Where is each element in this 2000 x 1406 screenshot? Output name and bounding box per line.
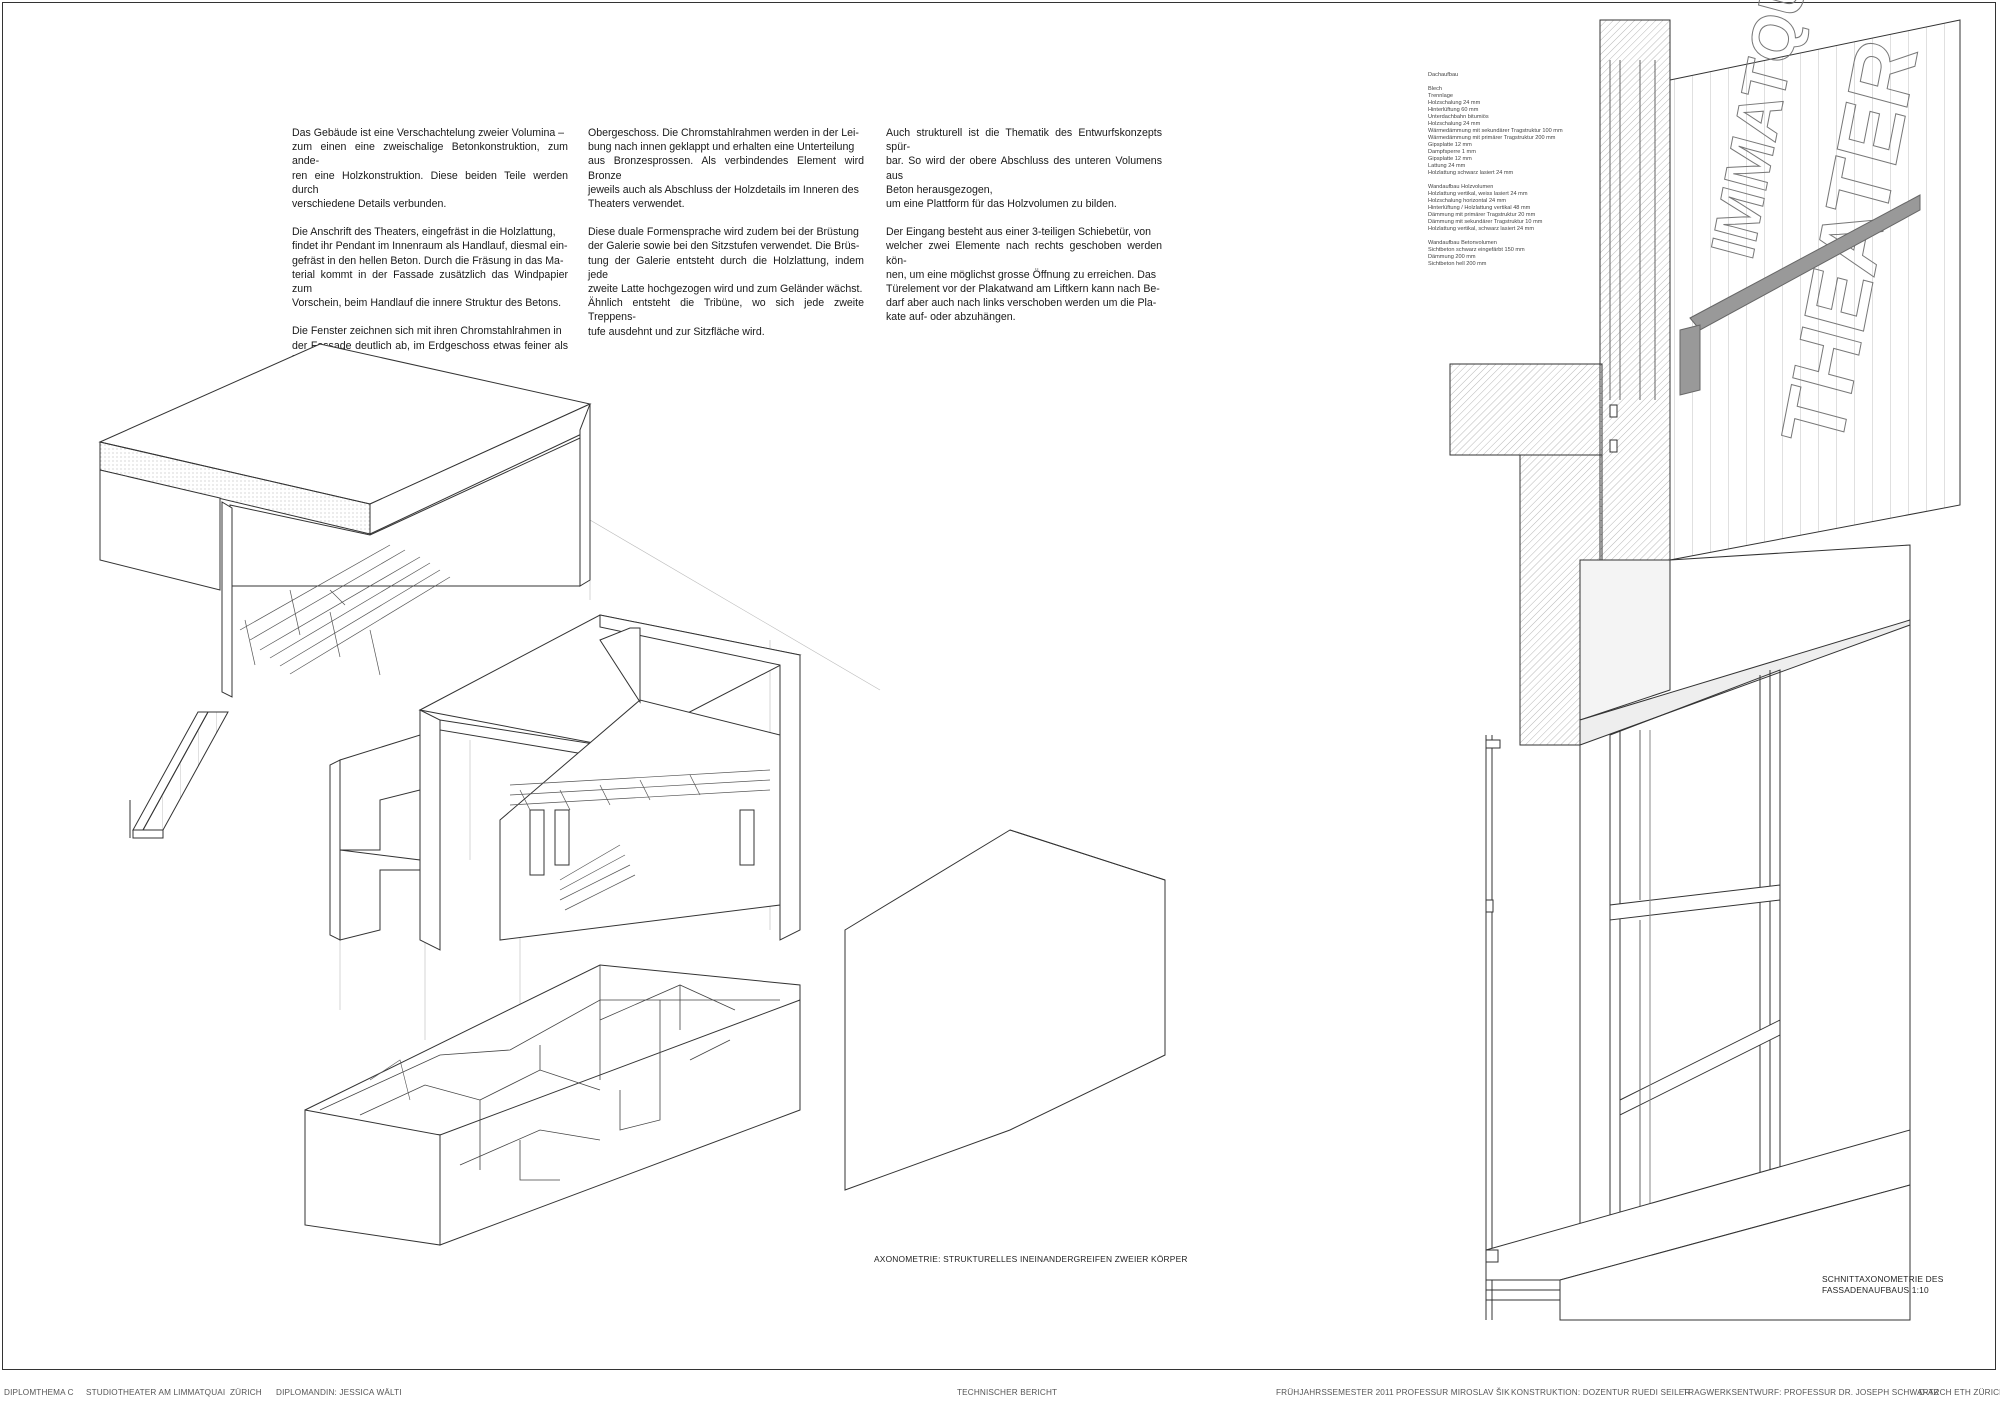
paragraph: Diese duale Formensprache wird zudem bei… xyxy=(588,226,864,338)
footer-item: TECHNISCHER BERICHT xyxy=(957,1388,1058,1397)
footer-item: PROFESSUR MIROSLAV ŠIK xyxy=(1396,1388,1510,1397)
legend-item: Holzschalung horizontal 24 mm xyxy=(1428,198,1507,204)
footer-item: D-ARCH ETH ZÜRICH xyxy=(1919,1388,2000,1397)
legend-item: Blech xyxy=(1428,86,1442,92)
legend-item: Dämmung 200 mm xyxy=(1428,254,1476,260)
legend-item: Sichtbeton hell 200 mm xyxy=(1428,261,1487,267)
paragraph: Der Eingang besteht aus einer 3-teiligen… xyxy=(886,226,1162,324)
legend-item: Holzschalung 24 mm xyxy=(1428,100,1481,106)
paragraph: Die Fenster zeichnen sich mit ihren Chro… xyxy=(292,325,568,365)
paragraph: Das Gebäude ist eine Verschachtelung zwe… xyxy=(292,127,568,211)
facade-section-drawing: IMMATQUAI THEATER xyxy=(1449,0,1961,1321)
legend-group: Dachaufbau xyxy=(1428,72,1628,79)
legend-item: Dampfsperre 1 mm xyxy=(1428,149,1476,155)
footer-item: STUDIOTHEATER AM LIMMATQUAI xyxy=(86,1388,226,1397)
legend-item: Gipsplatte 12 mm xyxy=(1428,156,1472,162)
footer-item: DIPLOMANDIN: JESSICA WÄLTI xyxy=(276,1388,402,1397)
text-column-1: Das Gebäude ist eine Verschachtelung zwe… xyxy=(292,126,568,381)
legend-item: Gipsplatte 12 mm xyxy=(1428,142,1472,148)
legend-item: Holzlattung vertikal, weiss lasiert 24 m… xyxy=(1428,191,1528,197)
text-column-3: Auch strukturell ist die Thematik des En… xyxy=(886,126,1162,339)
lower-volume xyxy=(304,964,801,1246)
legend-item: Dämmung mit sekundärer Tragstruktur 10 m… xyxy=(1428,219,1543,225)
axonometric-drawing xyxy=(98,343,1166,1246)
section-caption: SCHNITTAXONOMETRIE DES FASSADENAUFBAUS 1… xyxy=(1822,1274,1944,1296)
paragraph: Auch strukturell ist die Thematik des En… xyxy=(886,127,1162,211)
section-caption-line1: SCHNITTAXONOMETRIE DES xyxy=(1822,1274,1944,1284)
legend-item: Wandaufbau Betonvolumen xyxy=(1428,240,1497,246)
paragraph: Obergeschoss. Die Chromstahlrahmen werde… xyxy=(588,127,864,211)
middle-volume xyxy=(329,614,802,951)
legend-item: Trennlage xyxy=(1428,93,1453,99)
concrete-shell xyxy=(844,829,1166,1191)
legend-item: Dämmung mit primärer Tragstruktur 20 mm xyxy=(1428,212,1536,218)
footer-item: TRAGWERKSENTWURF: PROFESSUR DR. JOSEPH S… xyxy=(1683,1388,1939,1397)
legend-item: Wärmedämmung mit primärer Tragstruktur 2… xyxy=(1428,135,1556,141)
footer-item: ZÜRICH xyxy=(230,1388,262,1397)
legend-item: Hinterlüftung 60 mm xyxy=(1428,107,1479,113)
legend-item: Holzlattung schwarz lasiert 24 mm xyxy=(1428,170,1514,176)
footer-item: DIPLOMTHEMA C xyxy=(4,1388,74,1397)
legend-item: Unterdachbahn bitumiös xyxy=(1428,114,1489,120)
legend-item: Wärmedämmung mit sekundärer Tragstruktur… xyxy=(1428,128,1563,134)
legend-item: Wandaufbau Holzvolumen xyxy=(1428,184,1494,190)
axonometric-caption: AXONOMETRIE: STRUKTURELLES INEINANDERGRE… xyxy=(874,1254,1188,1264)
legend-item: Hinterlüftung / Holzlattung vertikal 48 … xyxy=(1428,205,1531,211)
legend-item: Lattung 24 mm xyxy=(1428,163,1466,169)
section-caption-line2: FASSADENAUFBAUS 1:10 xyxy=(1822,1285,1929,1295)
legend-item: Holzschalung 24 mm xyxy=(1428,121,1481,127)
footer-item: KONSTRUKTION: DOZENTUR RUEDI SEILER xyxy=(1511,1388,1691,1397)
text-column-2: Obergeschoss. Die Chromstahlrahmen werde… xyxy=(588,126,864,353)
legend-item: Holzlattung vertikal, schwarz lasiert 24… xyxy=(1428,226,1535,232)
upper-volume xyxy=(98,343,592,839)
paragraph: Die Anschrift des Theaters, eingefräst i… xyxy=(292,226,568,310)
legend-item: Sichtbeton schwarz eingefärbt 150 mm xyxy=(1428,247,1525,253)
sheet-frame xyxy=(2,2,1996,1370)
legend-item: Dachaufbau xyxy=(1428,72,1459,78)
footer-item: FRÜHJAHRSSEMESTER 2011 xyxy=(1276,1388,1394,1397)
